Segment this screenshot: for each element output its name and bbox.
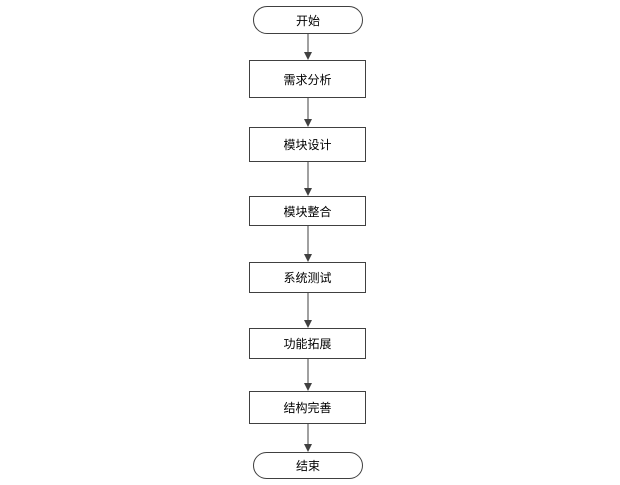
step-node-label: 需求分析: [283, 72, 332, 87]
step-node-label: 模块整合: [283, 204, 332, 219]
step-node-label: 模块设计: [283, 138, 332, 152]
step-node-module-integration: 模块整合: [249, 196, 366, 226]
step-node-requirements-analysis: 需求分析: [249, 60, 366, 98]
start-node-label: 开始: [295, 13, 320, 28]
step-node-module-design: 模块设计: [249, 127, 366, 162]
step-node-structure-refinement: 结构完善: [249, 391, 366, 424]
step-node-label: 功能拓展: [283, 337, 332, 351]
end-node-label: 结束: [295, 459, 320, 473]
step-node-system-testing: 系统测试: [249, 262, 366, 293]
step-node-feature-extension: 功能拓展: [249, 328, 366, 359]
step-node-label: 结构完善: [283, 401, 332, 415]
end-node: 结束: [253, 452, 363, 479]
step-node-label: 系统测试: [283, 271, 332, 285]
start-node: 开始: [253, 6, 363, 34]
